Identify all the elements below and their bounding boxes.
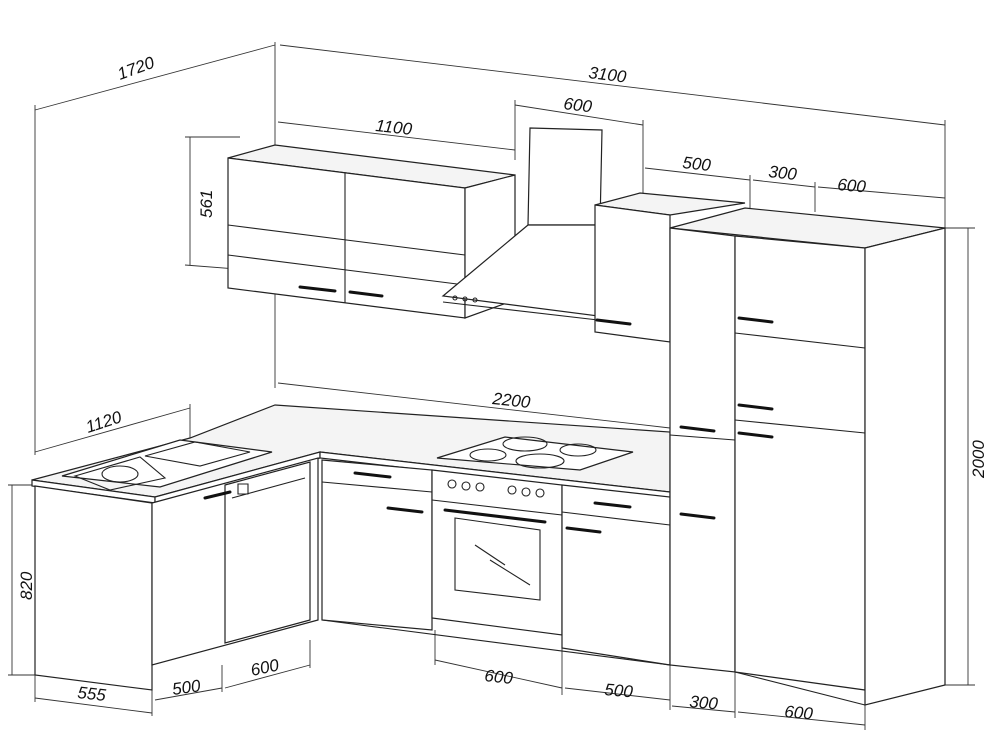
base-cabinets-left — [34, 457, 319, 691]
dimension-line — [34, 407, 191, 453]
dim-561: 561 — [197, 190, 216, 218]
dim-hood-600: 600 — [563, 94, 594, 116]
dim-1100: 1100 — [375, 116, 414, 139]
dimension-line — [277, 121, 516, 151]
extractor-hood — [441, 127, 603, 321]
dim-600-dishwasher: 600 — [249, 655, 281, 680]
sink — [61, 439, 273, 491]
dim-820: 820 — [17, 571, 36, 600]
dimension-lines — [8, 42, 975, 730]
dim-500-base: 500 — [604, 680, 634, 701]
oven-window — [454, 517, 541, 601]
dimension-line — [564, 687, 671, 701]
oven-knobs — [447, 479, 545, 498]
dim-555: 555 — [77, 683, 108, 705]
dim-600-oven: 600 — [484, 666, 515, 688]
hob — [436, 436, 634, 471]
dimension-line — [752, 179, 816, 188]
dimension-line — [644, 167, 751, 181]
dim-300-top: 300 — [768, 162, 799, 184]
dimension-line — [34, 44, 276, 111]
dimension-line — [224, 664, 311, 689]
dim-300-bottom: 300 — [689, 692, 719, 713]
dimension-line — [514, 104, 644, 126]
dim-2200: 2200 — [491, 389, 532, 412]
dim-600-bottom: 600 — [784, 702, 814, 723]
dim-500-sink: 500 — [171, 676, 202, 699]
dimension-line — [154, 687, 223, 701]
dim-2000: 2000 — [969, 440, 986, 479]
dim-500-top: 500 — [682, 153, 713, 175]
dimension-line — [671, 705, 736, 713]
dimension-line — [434, 659, 563, 689]
wall-cabinet-right — [594, 192, 746, 343]
dimension-line — [737, 711, 866, 726]
dimension-line — [34, 697, 153, 714]
tall-cabinets — [669, 207, 946, 706]
dimension-line — [277, 382, 671, 429]
dim-3100: 3100 — [588, 63, 628, 87]
dimension-line — [279, 44, 946, 126]
dim-600-top: 600 — [837, 175, 867, 196]
base-cabinets-run — [321, 459, 671, 666]
dimension-line — [817, 186, 946, 199]
dim-1720: 1720 — [115, 53, 158, 84]
